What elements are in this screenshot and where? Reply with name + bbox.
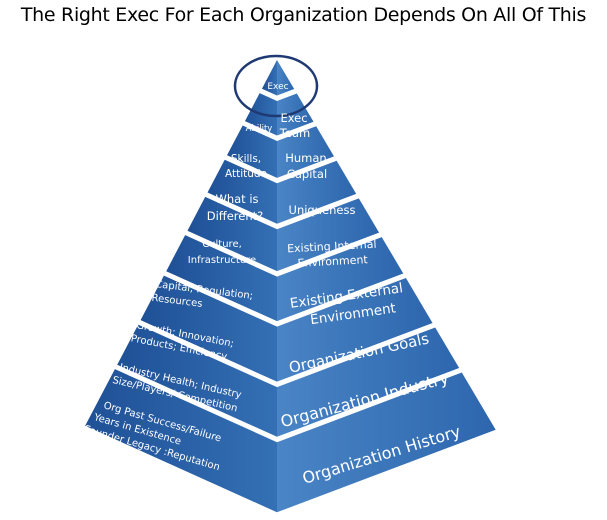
pyramid-tier-4-right-face <box>277 160 357 224</box>
pyramid-tier-6-right-face <box>277 237 404 322</box>
pyramid-tier-8-left-face <box>117 324 277 437</box>
pyramid-tier-8-right-face <box>277 327 460 437</box>
pyramid-tier-5-left-face <box>187 196 277 272</box>
pyramid-tier-3-left-face <box>227 125 277 178</box>
pyramid-tier-7-right-face <box>277 277 433 382</box>
pyramid-tier-6-left-face <box>166 235 277 322</box>
tier-internal-env-left: Culture,Infrastructure <box>188 239 256 266</box>
pyramid-tier-1-left-face <box>261 60 277 96</box>
pyramid-tier-3-right-face <box>277 126 334 178</box>
pyramid-tier-2-right-face <box>277 93 314 136</box>
pyramid-tier-9-right-face <box>277 372 496 513</box>
pyramid-tier-9-left-face <box>85 369 278 513</box>
tier-uniqueness-label: Uniqueness <box>289 203 356 217</box>
pyramid-tier-7-left-face <box>140 275 277 382</box>
tier-exec-team-left: Ability <box>246 124 273 134</box>
pyramid-tier-5-right-face <box>277 198 380 272</box>
tier-human-capital-left: Skills,Attitude <box>225 153 267 180</box>
exec-highlight-ring <box>233 54 319 118</box>
tier-internal-env-label: Existing InternalEnvironment <box>287 238 378 271</box>
pyramid-tier-4-left-face <box>207 159 277 224</box>
tier-exec-label: Exec <box>267 82 288 92</box>
pyramid-tier-1-right-face <box>277 60 295 96</box>
diagram-title: The Right Exec For Each Organization Dep… <box>20 4 587 26</box>
